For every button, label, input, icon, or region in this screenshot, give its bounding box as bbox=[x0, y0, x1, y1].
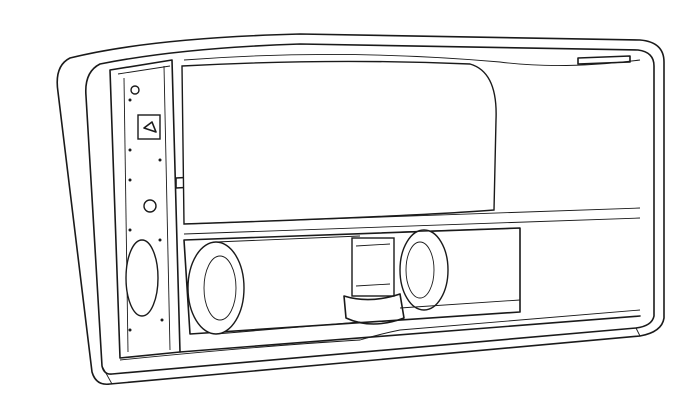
heat-exchanger-coil bbox=[181, 54, 641, 235]
drain-tray bbox=[119, 309, 641, 361]
outer-casing bbox=[56, 33, 665, 386]
fan-assembly bbox=[183, 227, 521, 335]
control-box bbox=[137, 114, 161, 140]
fan-motor bbox=[351, 237, 395, 297]
valve-fitting bbox=[143, 199, 157, 213]
fan-inlet-left bbox=[125, 239, 159, 317]
fan-scroll-right bbox=[399, 229, 449, 311]
